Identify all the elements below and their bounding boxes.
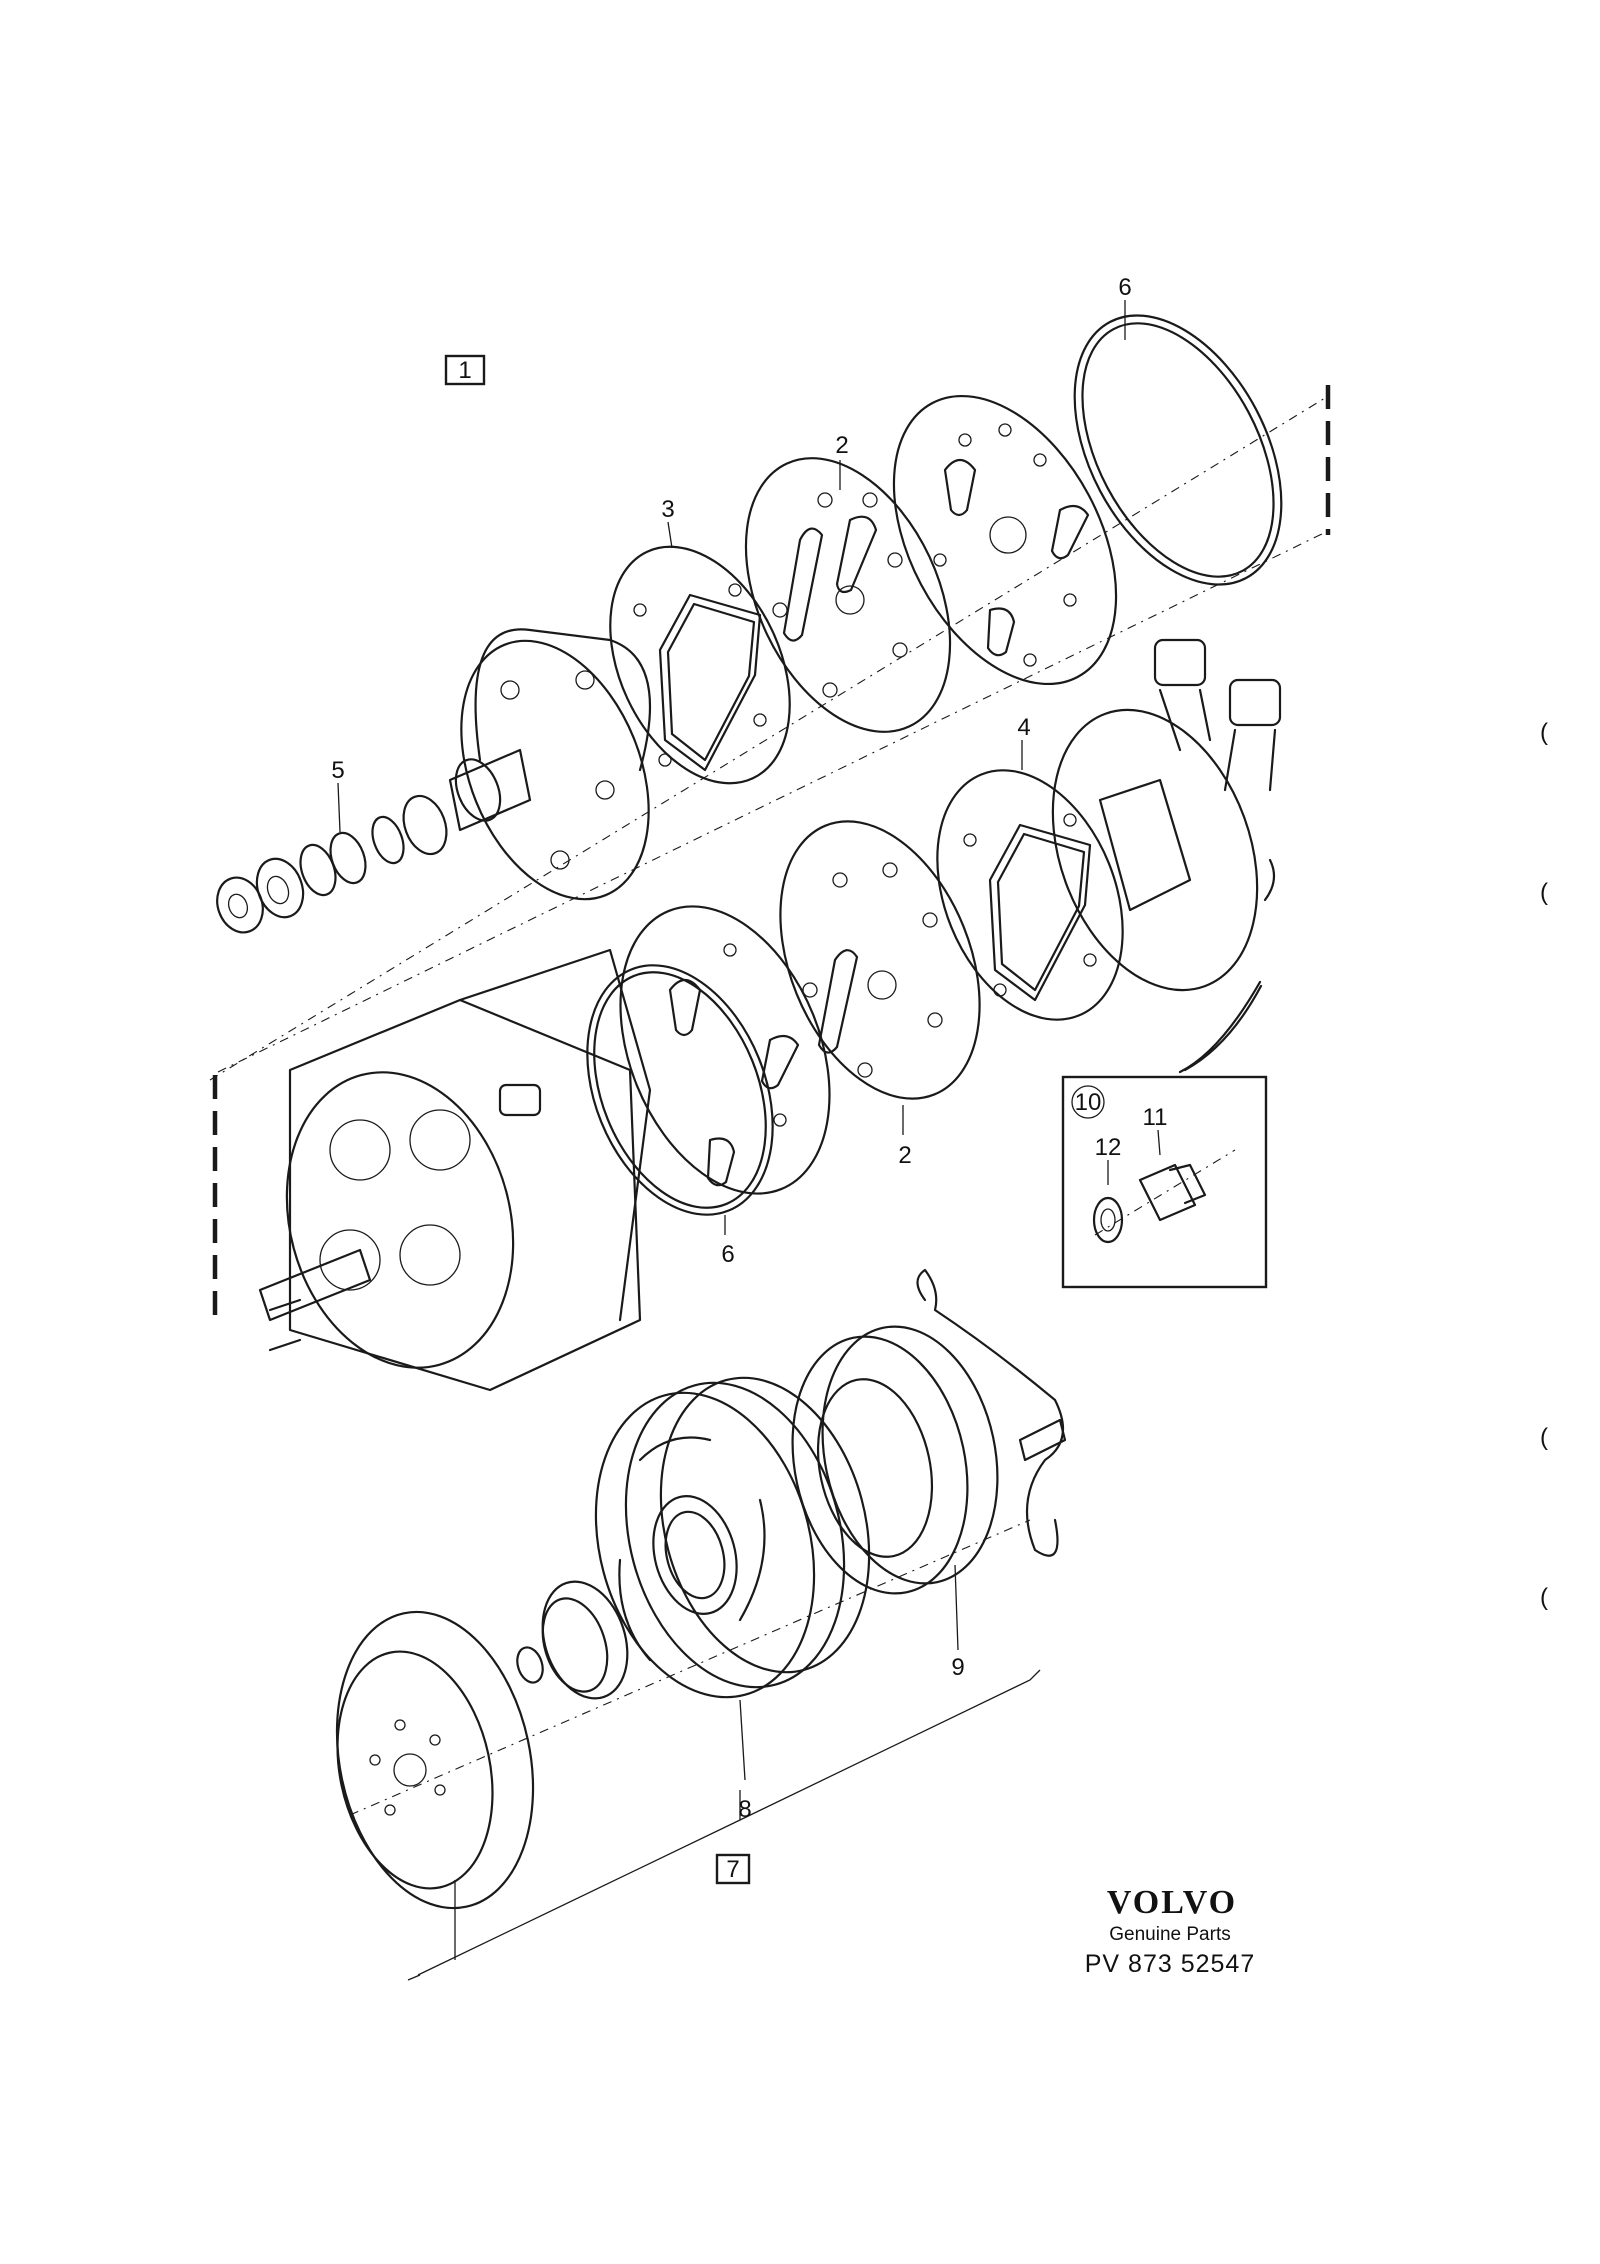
compressor-cylinder-body [258,948,652,1392]
svg-text:(: ( [1540,719,1548,746]
svg-text:10: 10 [1075,1089,1102,1116]
brand-logo: VOLVO [1107,1884,1237,1921]
svg-text:3: 3 [661,496,674,523]
svg-text:1: 1 [458,357,471,384]
svg-text:2: 2 [898,1142,911,1169]
brand-tagline: Genuine Parts [1109,1924,1230,1945]
front-head-housing [448,628,652,901]
clutch-assembly-bracket [349,1519,1041,1981]
svg-text:5: 5 [331,757,344,784]
svg-text:12: 12 [1095,1134,1122,1161]
reed-valve-plate-top: 2 [744,432,952,733]
svg-text:4: 4 [1017,714,1030,741]
pressure-fitting-inset: 10 11 12 [1061,980,1268,1289]
svg-text:11: 11 [1143,1104,1168,1131]
reference-number: PV 873 52547 [1085,1950,1255,1978]
svg-text:6: 6 [1118,274,1131,301]
svg-text:7: 7 [726,1856,739,1883]
callout-1: 1 [444,354,486,386]
o-ring-top: 6 [1073,274,1283,586]
suction-valve-plate-middle [619,905,831,1195]
snap-ring-set [516,1580,629,1700]
svg-text:6: 6 [721,1241,734,1268]
valve-plate-top [892,394,1118,686]
svg-text:(: ( [1540,1584,1548,1611]
brand-block: VOLVO Genuine Parts PV 873 52547 [1085,1884,1255,1978]
svg-text:8: 8 [738,1796,751,1823]
reed-valve-plate-middle: 2 [779,820,981,1169]
gasket-middle: 4 [936,714,1124,1021]
shaft-seal-kit: 5 [216,757,448,934]
clutch-pulley: 8 [594,1376,871,1823]
field-coil: 9 [791,1268,1067,1681]
gasket-top: 3 [609,496,791,785]
svg-text:(: ( [1540,1424,1548,1451]
upper-assembly-axis [209,385,1331,1320]
callout-7: 7 [715,1853,751,1885]
rear-head-housing [1051,638,1282,992]
svg-text:(: ( [1540,879,1548,906]
margin-marks: ( ( ( ( [1540,719,1548,1611]
svg-text:9: 9 [951,1654,964,1681]
o-ring-middle: 6 [586,964,774,1268]
clutch-drive-plate [335,1610,535,1910]
svg-text:2: 2 [835,432,848,459]
